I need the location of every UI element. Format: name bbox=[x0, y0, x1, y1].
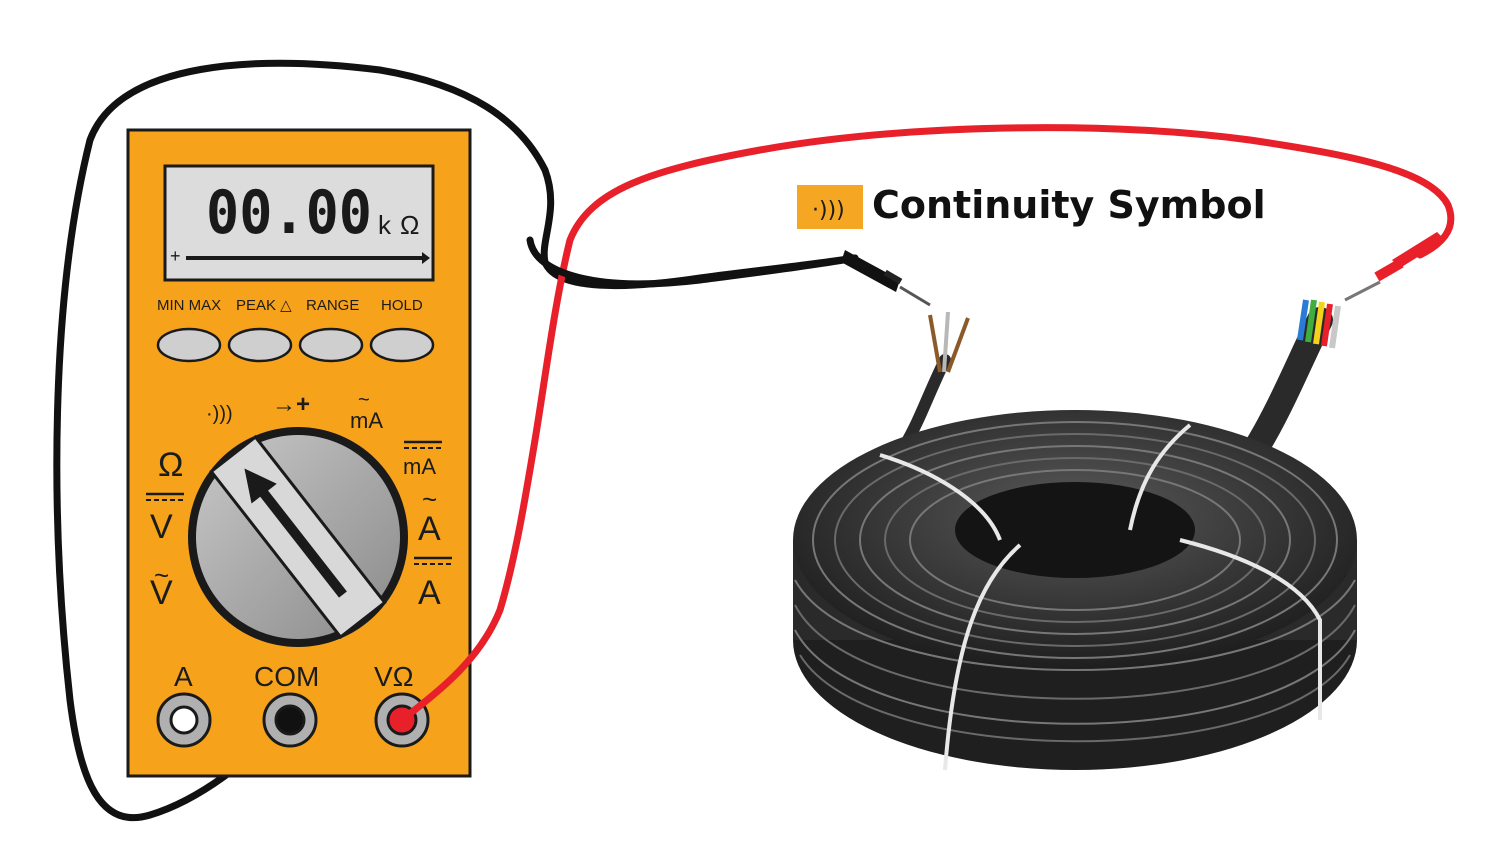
right-cable-wires bbox=[1297, 299, 1341, 349]
terminal-label-v-ohm: VΩ bbox=[374, 661, 414, 692]
ac-tilde-a: ~ bbox=[422, 484, 437, 514]
lcd-reading: 00.00 bbox=[206, 178, 372, 248]
black-probe-tip[interactable] bbox=[841, 250, 931, 307]
red-probe-tip[interactable] bbox=[1344, 232, 1445, 302]
ac-tilde-ma: ~ bbox=[358, 389, 370, 411]
terminal-com[interactable] bbox=[262, 692, 318, 748]
left-cable-wires bbox=[928, 311, 970, 373]
continuity-sound-icon bbox=[797, 185, 863, 229]
red-probe-lead[interactable] bbox=[398, 124, 1455, 724]
terminal-label-a: A bbox=[174, 661, 193, 692]
lcd-bargraph bbox=[186, 252, 430, 264]
lcd-display bbox=[163, 164, 435, 282]
ac-tilde-v: ~ bbox=[154, 560, 169, 590]
dial-label-ac-ma: mA bbox=[350, 408, 383, 433]
dial-label-ac-a: A bbox=[418, 510, 441, 548]
dc-v-symbol bbox=[146, 492, 184, 501]
dc-ma-symbol bbox=[404, 440, 442, 449]
dc-a-symbol bbox=[414, 556, 452, 565]
dial-label-dc-v: V bbox=[150, 508, 173, 546]
dial-label-dc-a: A bbox=[418, 574, 441, 612]
dial-label-ac-v: V bbox=[150, 574, 173, 612]
lcd-bar-marker: + bbox=[170, 246, 181, 266]
continuity-symbol-title: Continuity Symbol bbox=[872, 183, 1266, 227]
rotary-dial[interactable] bbox=[188, 427, 408, 647]
dial-label-ohm: Ω bbox=[158, 446, 183, 484]
terminal-a[interactable] bbox=[156, 692, 212, 748]
button-label-min-max: MIN MAX bbox=[157, 297, 221, 314]
dial-label-dc-ma: mA bbox=[403, 454, 436, 479]
dial-label-continuity: ·))) bbox=[206, 403, 233, 425]
hold-button[interactable] bbox=[369, 327, 435, 363]
continuity-icon-glyph: ·))) bbox=[812, 198, 845, 223]
cable-coil bbox=[793, 299, 1357, 771]
min-max-button[interactable] bbox=[156, 327, 222, 363]
button-label-hold: HOLD bbox=[381, 297, 423, 314]
black-probe-lead-front bbox=[526, 236, 859, 288]
range-button[interactable] bbox=[298, 327, 364, 363]
multimeter: 00.00 k Ω + MIN MAX PEAK △ RANGE HOLD ·)… bbox=[126, 128, 472, 778]
button-label-peak: PEAK △ bbox=[236, 297, 292, 314]
black-probe-lead[interactable] bbox=[53, 59, 859, 822]
continuity-symbol-label: ·))) Continuity Symbol bbox=[797, 183, 1266, 229]
terminal-label-com: COM bbox=[254, 661, 319, 692]
peak-button[interactable] bbox=[227, 327, 293, 363]
button-label-range: RANGE bbox=[306, 297, 359, 314]
lcd-unit-prefix: k bbox=[378, 210, 392, 240]
dial-label-diode: →+ bbox=[272, 391, 310, 418]
lcd-unit: Ω bbox=[400, 210, 419, 240]
